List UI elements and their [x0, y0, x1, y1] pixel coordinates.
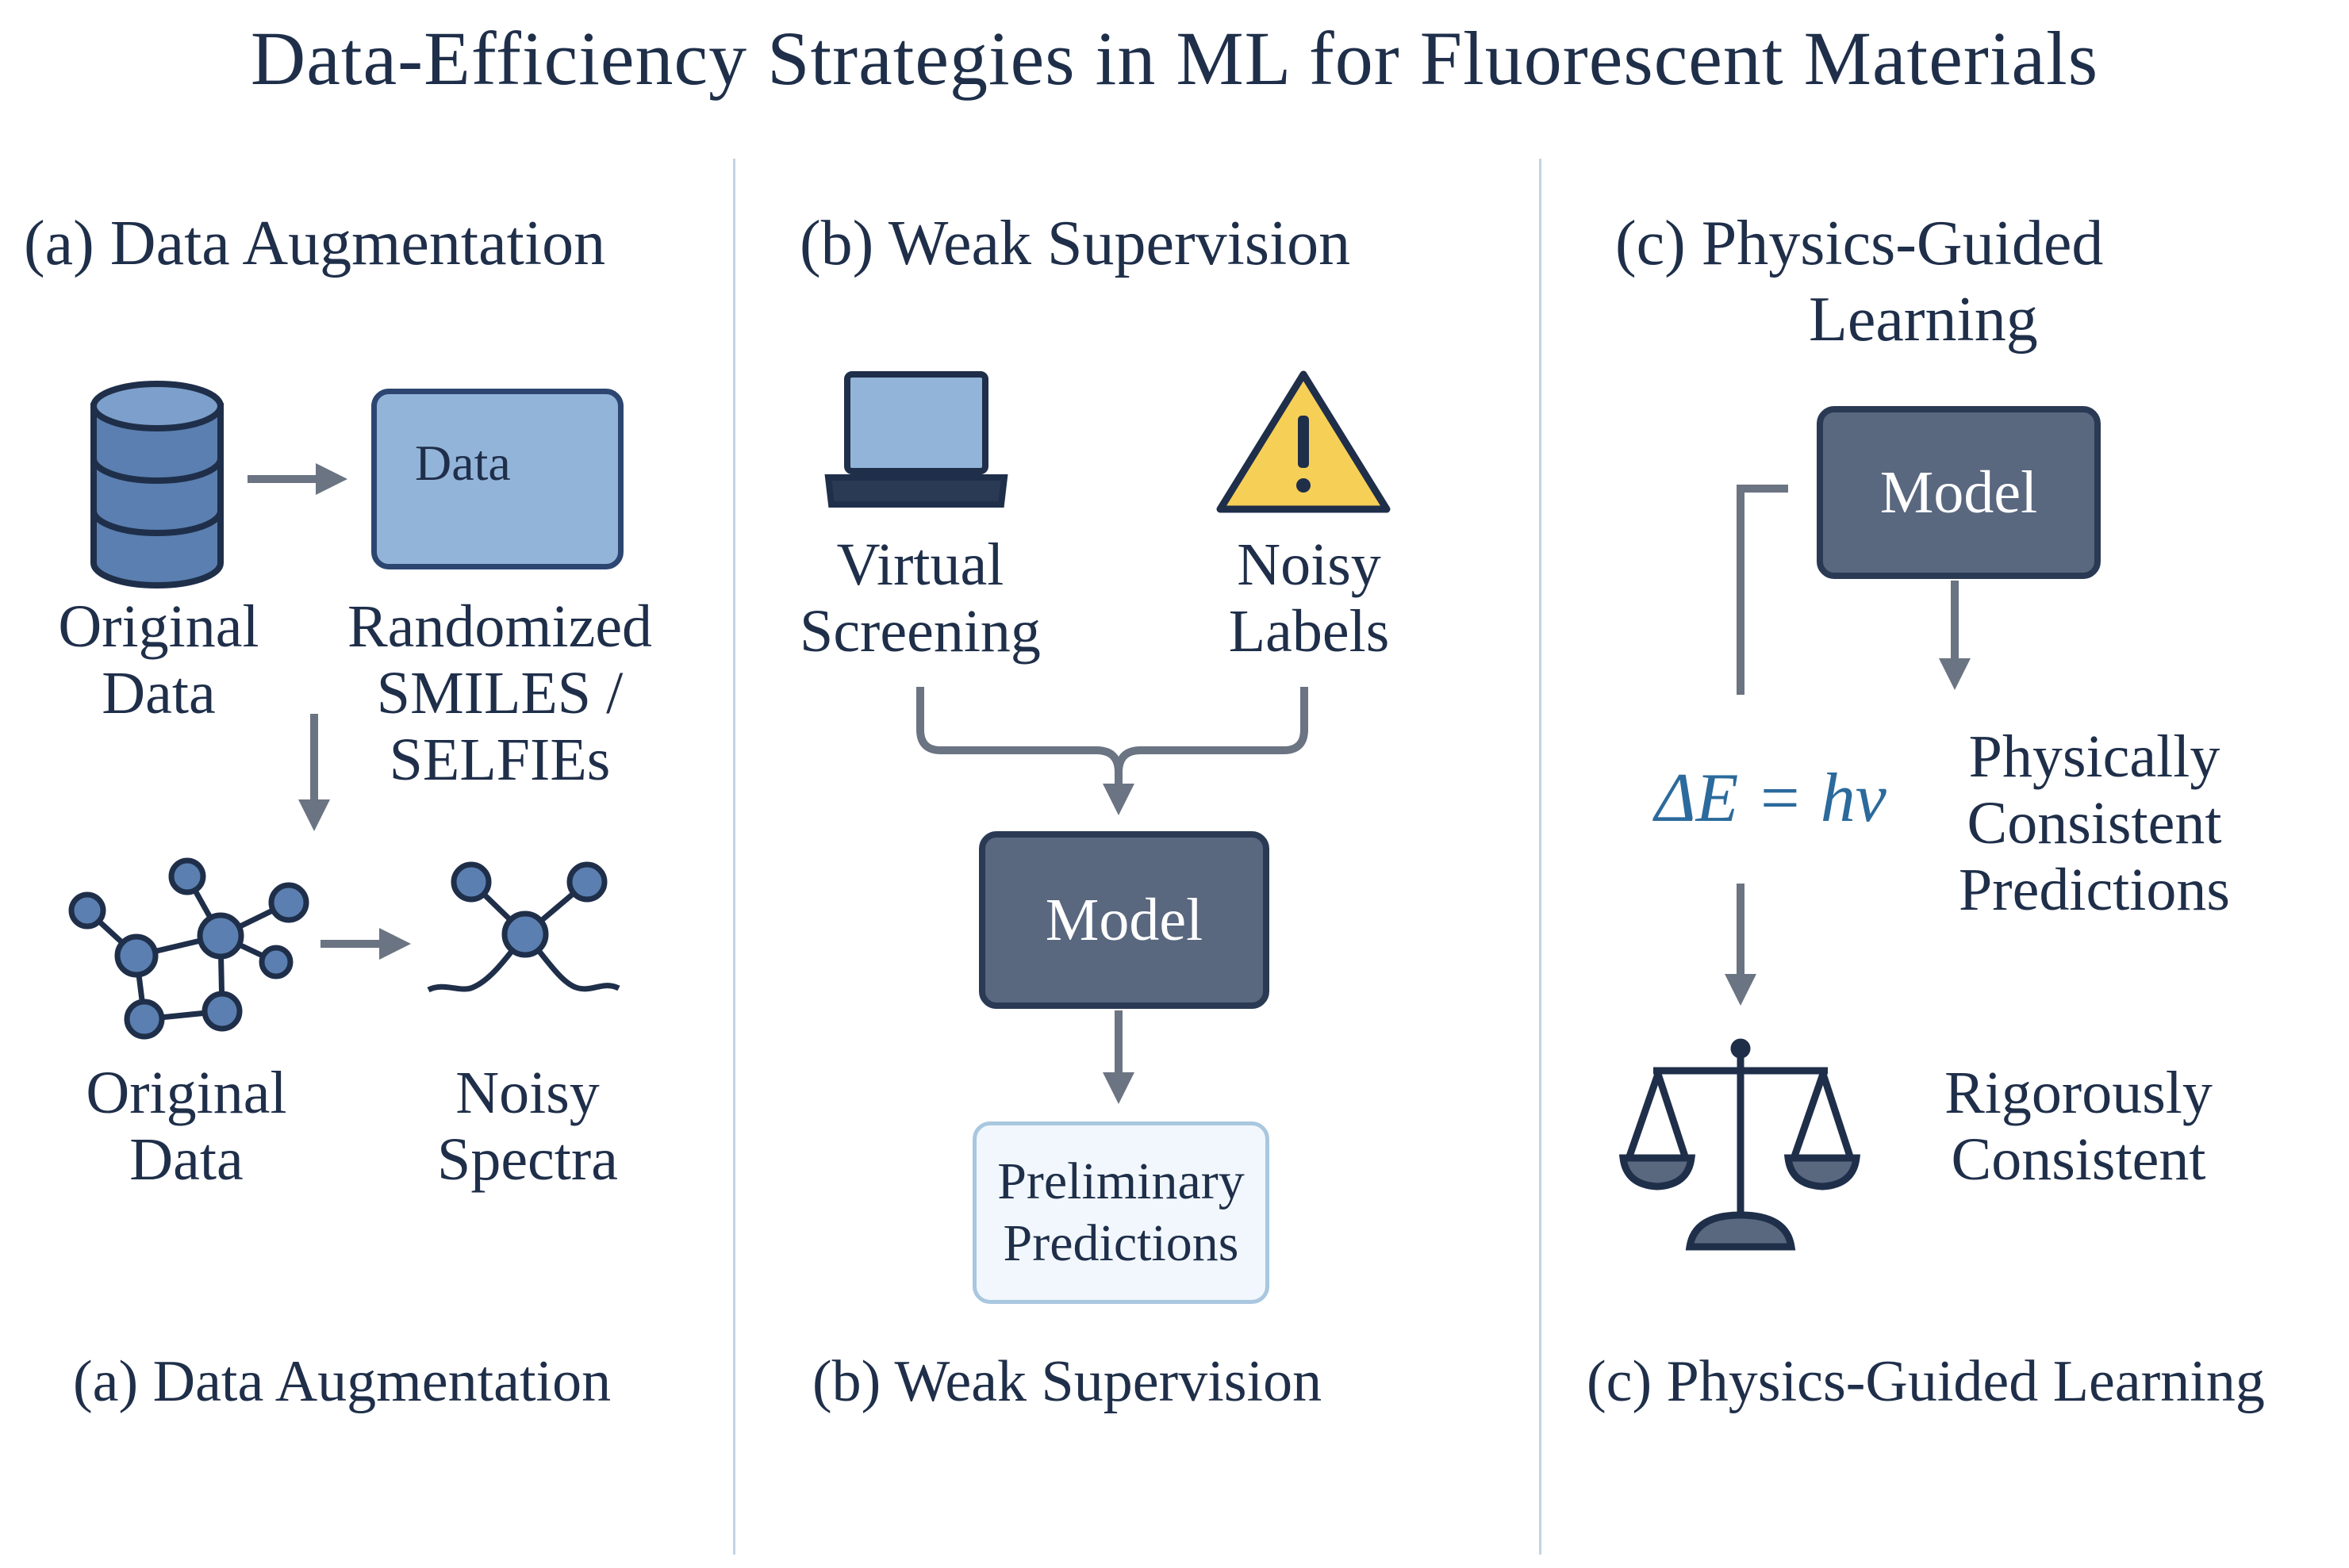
database-icon — [90, 381, 224, 588]
original-data-label-1: Original Data — [58, 593, 259, 726]
panel-b-heading: (b) Weak Supervision — [800, 209, 1351, 278]
molecule-graph-icon — [68, 857, 309, 1040]
model-box-b: Model — [979, 831, 1269, 1009]
divider-left — [733, 159, 735, 1555]
warning-icon — [1216, 370, 1391, 513]
bracket-model-to-formula — [1737, 485, 1788, 695]
noisy-spectra-label: Noisy Spectra — [437, 1060, 618, 1193]
molecule-noisy-icon — [427, 861, 620, 993]
preliminary-label: Preliminary — [997, 1152, 1245, 1210]
merge-connector — [916, 687, 1308, 773]
rigorously-consistent-label: Rigorously Consistent — [1944, 1060, 2213, 1193]
panel-a-heading: (a) Data Augmentation — [24, 209, 606, 278]
original-data-label-2: Original Data — [86, 1060, 287, 1193]
randomized-smiles-label: Randomized SMILES / SELFIEs — [347, 593, 653, 793]
energy-formula: ΔE = hν — [1655, 760, 1886, 837]
panel-c-footer: (c) Physics-Guided Learning — [1587, 1349, 2265, 1414]
panel-a-footer: (a) Data Augmentation — [73, 1349, 612, 1414]
data-box: Data — [371, 389, 624, 569]
balance-scale-icon — [1618, 1038, 1861, 1251]
physically-consistent-label: Physically Consistent Predictions — [1959, 723, 2230, 923]
model-box-c: Model — [1817, 406, 2101, 579]
predictions-label: Predictions — [1003, 1214, 1239, 1272]
divider-right — [1539, 159, 1541, 1555]
noisy-labels-label: Noisy Labels — [1228, 531, 1390, 665]
preliminary-predictions-box: Preliminary Predictions — [973, 1121, 1269, 1304]
panel-c-heading-line2: Learning — [1809, 285, 2038, 355]
figure-title: Data-Efficiency Strategies in ML for Flu… — [250, 16, 2099, 101]
panel-c-heading-line1: (c) Physics-Guided — [1615, 209, 2104, 278]
laptop-icon — [824, 371, 1008, 508]
virtual-screening-label: Virtual Screening — [800, 531, 1041, 665]
panel-b-footer: (b) Weak Supervision — [812, 1349, 1322, 1414]
